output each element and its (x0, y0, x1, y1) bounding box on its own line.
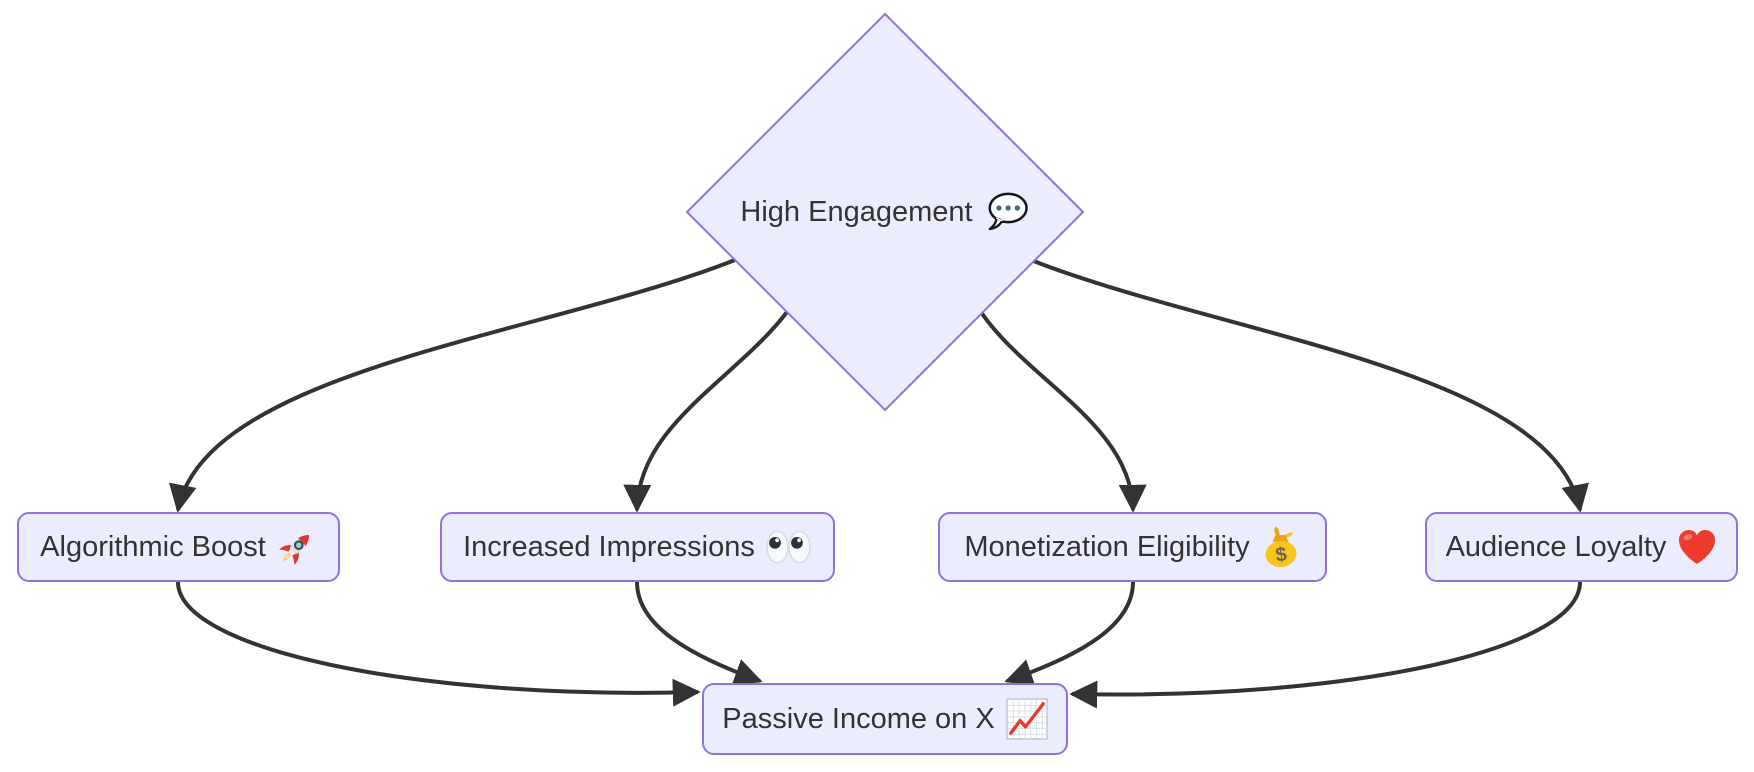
eyes-icon (766, 530, 811, 564)
svg-text:$: $ (1274, 543, 1288, 566)
edge-loyalty-to-income (1069, 581, 1582, 709)
node-high-engagement-label: High Engagement (687, 184, 1083, 240)
speech-balloon-icon (988, 192, 1028, 231)
edge-engagement-to-loyalty (1030, 258, 1589, 513)
edge-monetization-to-income (1004, 581, 1135, 686)
node-algorithmic-boost: Algorithmic Boost (17, 512, 340, 582)
edge-impressions-to-income (635, 581, 763, 686)
edge-engagement-to-impressions (623, 310, 789, 513)
node-label: Passive Income on X (722, 702, 995, 735)
node-label: Increased Impressions (463, 530, 755, 563)
node-label: Algorithmic Boost (40, 530, 266, 563)
node-passive-income: Passive Income on X (702, 683, 1068, 755)
rocket-icon (279, 534, 309, 565)
money-bag-icon: $ (1265, 526, 1297, 568)
node-high-engagement-diamond (685, 12, 1085, 412)
edge-engagement-to-monetization (979, 310, 1147, 513)
chart-increasing-icon (1005, 698, 1048, 740)
edge-engagement-to-boost (169, 258, 736, 513)
red-heart-icon (1679, 530, 1716, 564)
node-monetization-eligibility: Monetization Eligibility $ (938, 512, 1327, 582)
edge-boost-to-income (176, 581, 701, 707)
node-label: Monetization Eligibility (964, 530, 1250, 563)
node-label: Audience Loyalty (1445, 530, 1667, 563)
node-audience-loyalty: Audience Loyalty (1425, 512, 1738, 582)
node-increased-impressions: Increased Impressions (440, 512, 835, 582)
node-label: High Engagement (740, 195, 973, 228)
